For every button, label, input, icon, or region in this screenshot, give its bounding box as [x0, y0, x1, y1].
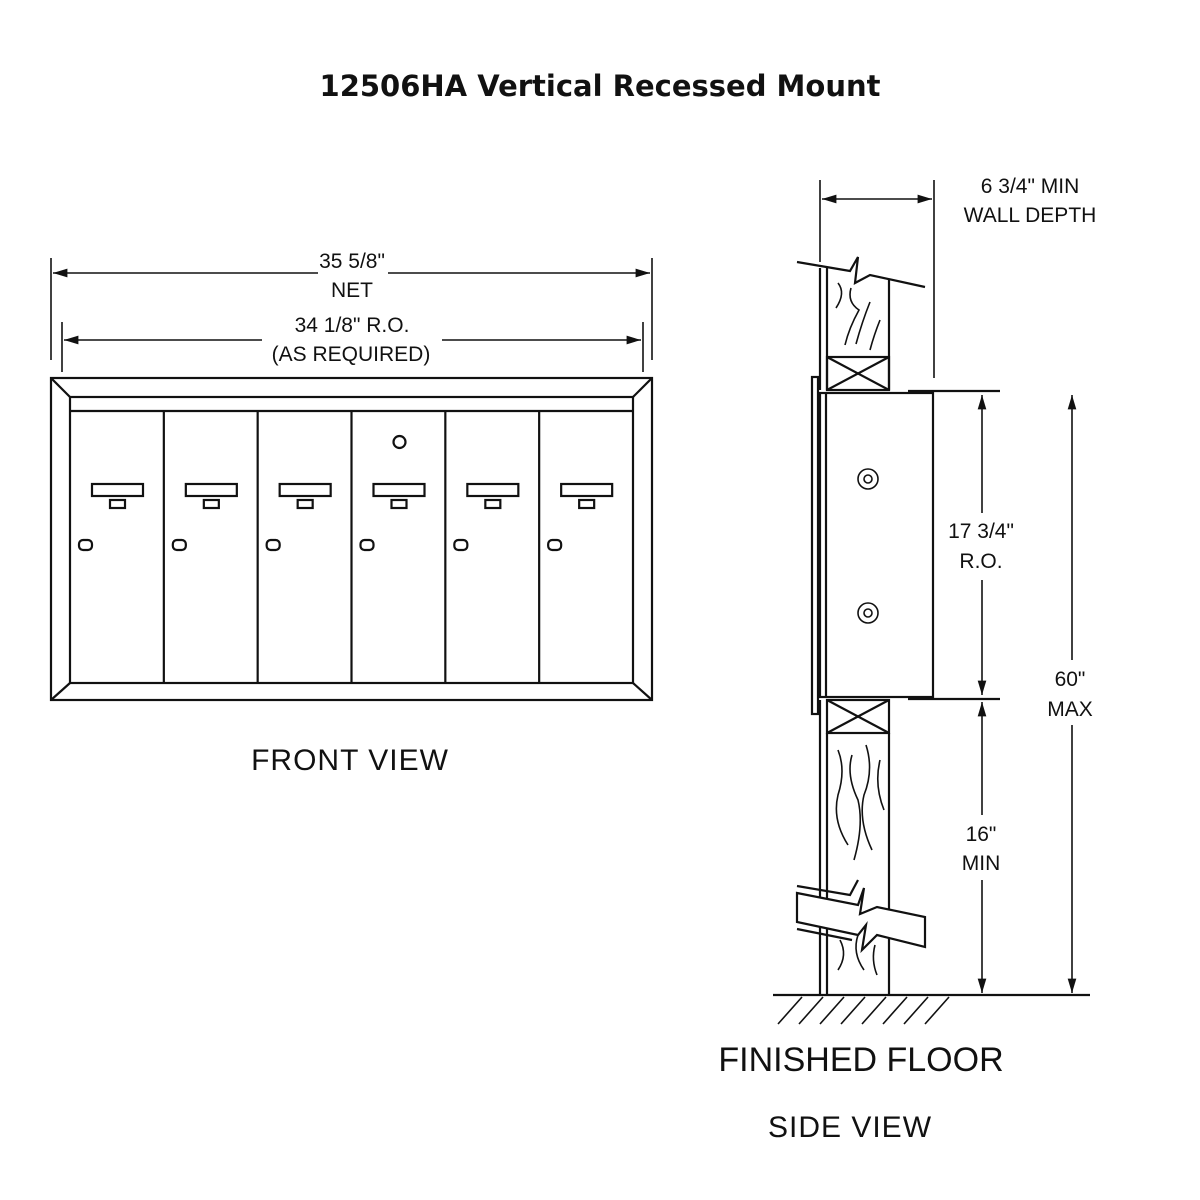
- name-card-slot: [184, 482, 238, 498]
- mounting-screw-icon: [857, 602, 879, 624]
- name-card-slot: [372, 482, 426, 498]
- floor-hatch-line: [861, 996, 887, 1025]
- finished-floor-label: FINISHED FLOOR: [718, 1041, 1003, 1079]
- dimension-ro-height: 17 3/4" R.O.: [948, 395, 1014, 695]
- min-height-label: MIN: [962, 852, 1001, 875]
- ro-height-value: 17 3/4": [948, 520, 1014, 543]
- number-plate: [202, 498, 220, 510]
- floor-hatch-line: [882, 996, 908, 1025]
- lock-icon: [77, 538, 94, 552]
- page-title: 12506HA Vertical Recessed Mount: [320, 69, 881, 103]
- wall-depth-label: WALL DEPTH: [964, 204, 1097, 227]
- rough-opening-value: 34 1/8" R.O.: [295, 314, 410, 337]
- floor-hatch-line: [777, 996, 803, 1025]
- floor-hatch-line: [840, 996, 866, 1025]
- net-width-label: NET: [331, 279, 373, 302]
- side-view: 6 3/4" MIN WALL DEPTH: [718, 175, 1096, 1144]
- rough-opening-note: (AS REQUIRED): [272, 343, 431, 366]
- mailbox-door: [256, 411, 332, 683]
- number-plate: [108, 498, 127, 510]
- number-plate: [296, 498, 314, 510]
- net-width-value: 35 5/8": [319, 250, 385, 273]
- front-view-label: FRONT VIEW: [251, 744, 449, 777]
- number-plate: [390, 498, 408, 510]
- front-view: 35 5/8" NET 34 1/8" R.O. (AS REQUIRED) F…: [49, 250, 654, 777]
- min-height-value: 16": [966, 823, 997, 846]
- dimension-rough-opening: 34 1/8" R.O. (AS REQUIRED): [61, 314, 644, 372]
- side-view-label: SIDE VIEW: [768, 1111, 932, 1144]
- mailbox-door: [538, 411, 614, 683]
- max-height-label: MAX: [1047, 698, 1093, 721]
- mailbox-door: [162, 411, 238, 683]
- lock-icon: [359, 538, 375, 552]
- lock-icon: [453, 538, 469, 552]
- mailbox-front: [49, 376, 654, 702]
- name-card-slot: [466, 482, 520, 498]
- dimension-min-height: 16" MIN: [962, 702, 1001, 993]
- lock-icon: [265, 538, 281, 552]
- name-card-slot: [560, 482, 614, 498]
- floor-hatch-line: [903, 996, 929, 1025]
- name-card-slot: [90, 482, 145, 498]
- dimension-net-width: 35 5/8" NET: [50, 250, 653, 360]
- wall-section: [795, 256, 1000, 995]
- mailbox-door: [77, 482, 145, 552]
- ro-height-label: R.O.: [959, 550, 1002, 573]
- mailbox-door: [350, 411, 426, 683]
- max-height-value: 60": [1055, 668, 1086, 691]
- dimension-max-height: 60" MAX: [1047, 395, 1093, 993]
- finished-floor: [773, 993, 1090, 1025]
- wall-depth-value: 6 3/4" MIN: [981, 175, 1080, 198]
- number-plate: [484, 498, 502, 510]
- lock-icon: [547, 538, 563, 552]
- lock-icon: [171, 538, 187, 552]
- name-card-slot: [278, 482, 332, 498]
- floor-hatch-line: [819, 996, 845, 1025]
- mounting-screw-icon: [857, 468, 879, 490]
- floor-hatch-line: [798, 996, 824, 1025]
- dimension-wall-depth: 6 3/4" MIN WALL DEPTH: [819, 175, 1097, 378]
- mailbox-door: [444, 411, 520, 683]
- master-lock-icon: [392, 434, 407, 450]
- number-plate: [578, 498, 596, 510]
- floor-hatch-line: [924, 996, 950, 1025]
